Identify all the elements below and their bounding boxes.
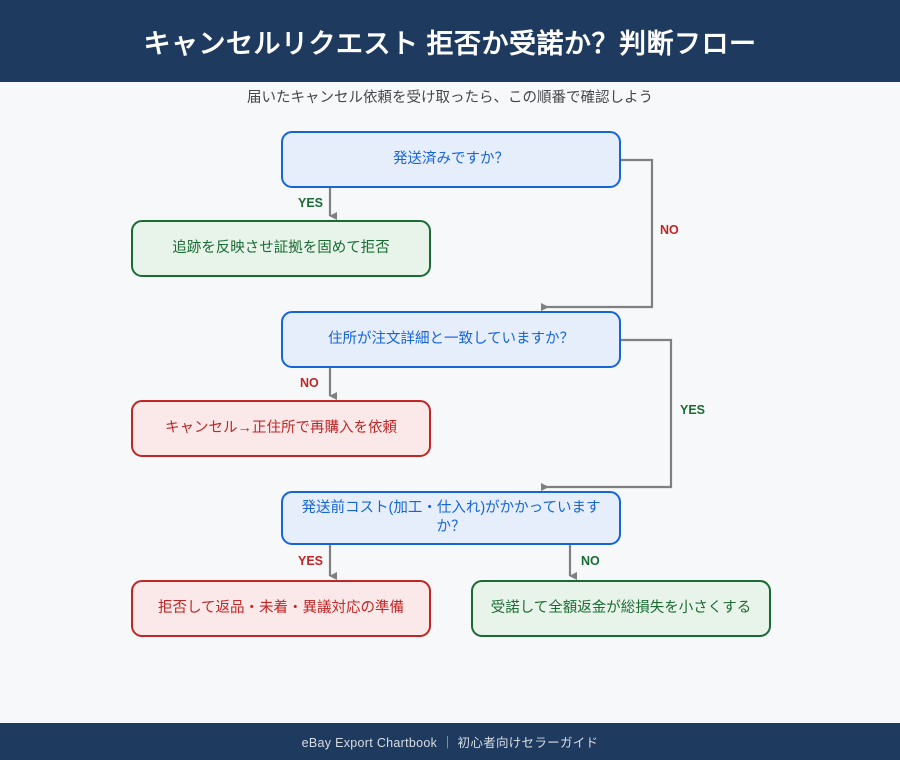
page-subtitle: 届いたキャンセル依頼を受け取ったら、この順番で確認しよう [247, 90, 653, 106]
decision-node-address-match[interactable]: 住所が注文詳細と一致していますか？ [281, 311, 621, 368]
action-node-accept-full-refund[interactable]: 受諾して全額返金が総損失を小さくする [471, 580, 771, 637]
edge-label-d1-yes: YES [298, 196, 324, 210]
action-node-cancel-repurchase[interactable]: キャンセル→正住所で再購入を依頼 [131, 400, 431, 457]
edge-label-d2-no: NO [300, 376, 319, 390]
footer-text: eBay Export Chartbook ｜ 初心者向けセラーガイド [301, 736, 599, 750]
action-node-track-and-deny[interactable]: 追跡を反映させ証拠を固めて拒否 [131, 220, 431, 277]
edge-label-d1-no: NO [660, 223, 679, 237]
page-footer: eBay Export Chartbook ｜ 初心者向けセラーガイド [0, 723, 900, 760]
action-node-deny-prepare-dispute[interactable]: 拒否して返品・未着・異議対応の準備 [131, 580, 431, 637]
page-title: キャンセルリクエスト 拒否か受諾か？判断フロー [143, 28, 757, 59]
decision-node-shipped[interactable]: 発送済みですか？ [281, 131, 621, 188]
decision-node-preship-cost[interactable]: 発送前コスト(加工・仕入れ)がかかっていますか？ [281, 491, 621, 545]
edge-d2-d3 [541, 338, 673, 491]
edge-label-d3-yes: YES [298, 554, 324, 568]
edge-label-d3-no: NO [581, 554, 600, 568]
edge-label-d2-yes: YES [680, 403, 706, 417]
page-header: キャンセルリクエスト 拒否か受諾か？判断フロー [0, 0, 900, 82]
edge-d1-d2 [541, 158, 654, 311]
